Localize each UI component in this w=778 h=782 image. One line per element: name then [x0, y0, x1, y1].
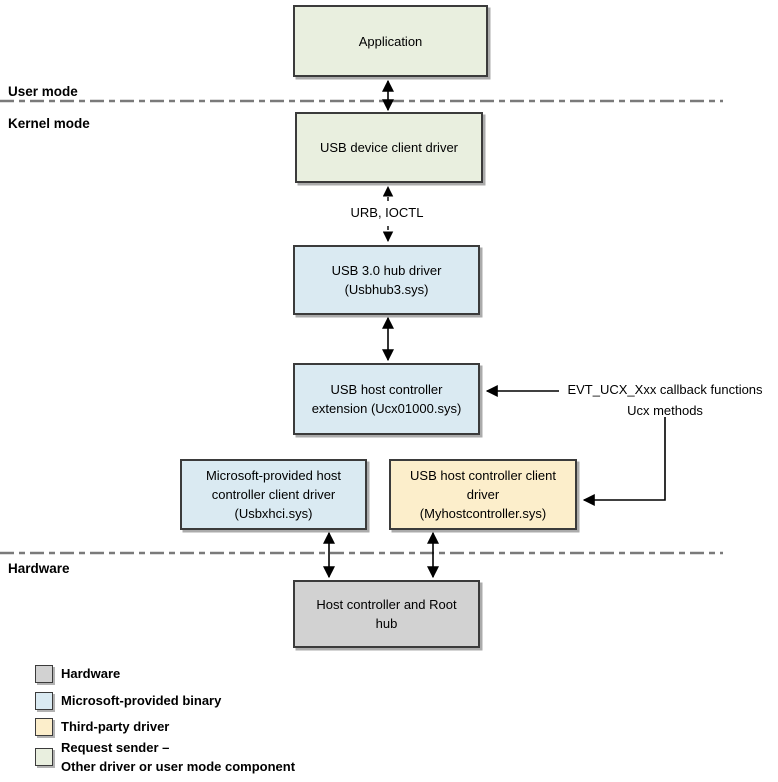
legend-swatch-microsoft-binary: [35, 691, 53, 710]
label-kernel-mode: Kernel mode: [8, 116, 90, 131]
legend-item-third-party: Third-party driver: [35, 717, 169, 736]
box-host-controller-root-hub: Host controller and Root hub: [293, 580, 480, 648]
box-application: Application: [293, 5, 488, 77]
legend-item-hardware: Hardware: [35, 664, 120, 683]
box-usb-host-controller-client-driver: USB host controller client driver (Myhos…: [389, 459, 577, 530]
legend-item-request-sender: Request sender – Other driver or user mo…: [35, 738, 295, 776]
legend-swatch-request-sender: [35, 748, 53, 766]
annotation-ucx-callbacks: EVT_UCX_Xxx callback functions Ucx metho…: [567, 382, 763, 418]
legend-swatch-hardware: [35, 664, 53, 683]
legend-item-microsoft-binary: Microsoft-provided binary: [35, 691, 221, 710]
box-usb-host-controller-extension: USB host controller extension (Ucx01000.…: [293, 363, 480, 435]
legend-swatch-third-party: [35, 717, 53, 736]
legend-label-third-party: Third-party driver: [61, 719, 170, 734]
box-usb3-hub-driver: USB 3.0 hub driver (Usbhub3.sys): [293, 245, 480, 315]
legend-label-request-sender: Request sender – Other driver or user mo…: [61, 740, 296, 774]
legend-label-hardware: Hardware: [61, 666, 121, 681]
box-usb-device-client-driver: USB device client driver: [295, 112, 483, 183]
label-hardware: Hardware: [8, 561, 70, 576]
box-microsoft-host-controller-client-driver: Microsoft-provided host controller clien…: [180, 459, 367, 530]
connector-callbacks-client-driver: [582, 417, 666, 506]
legend-label-microsoft-binary: Microsoft-provided binary: [61, 693, 222, 708]
annotation-urb-ioctl: URB, IOCTL: [350, 205, 424, 220]
label-user-mode: User mode: [8, 84, 78, 99]
